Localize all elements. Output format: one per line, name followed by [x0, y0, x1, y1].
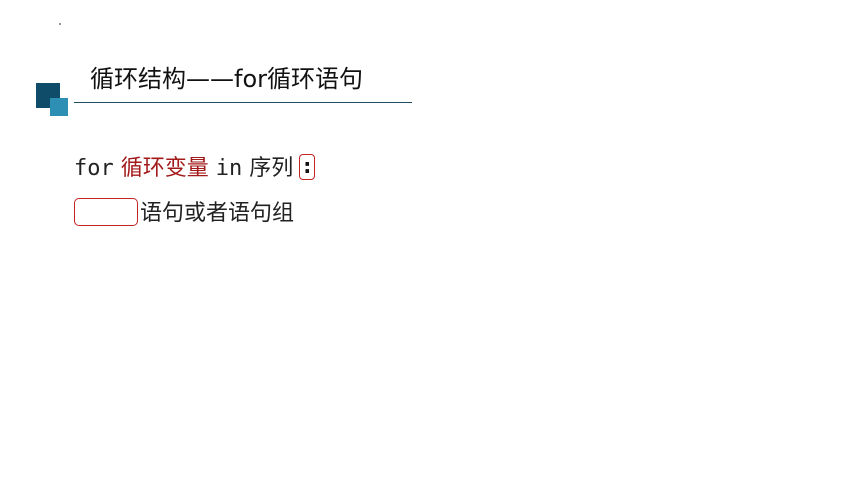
decorative-dot [59, 23, 61, 25]
for-syntax-line: for 循环变量 in 序列: [74, 150, 316, 188]
title-decor-square-light [50, 98, 68, 116]
title-underline [74, 102, 412, 103]
loop-variable-text: 循环变量 [120, 156, 209, 181]
statement-text: 语句或者语句组 [140, 201, 295, 226]
indent-highlight-box [74, 198, 138, 226]
slide-title: 循环结构——for循环语句 [90, 65, 363, 93]
keyword-in: in [215, 156, 243, 181]
sequence-text: 序列 [249, 156, 294, 181]
keyword-for: for [74, 156, 114, 181]
colon-highlight-box: : [299, 154, 316, 180]
